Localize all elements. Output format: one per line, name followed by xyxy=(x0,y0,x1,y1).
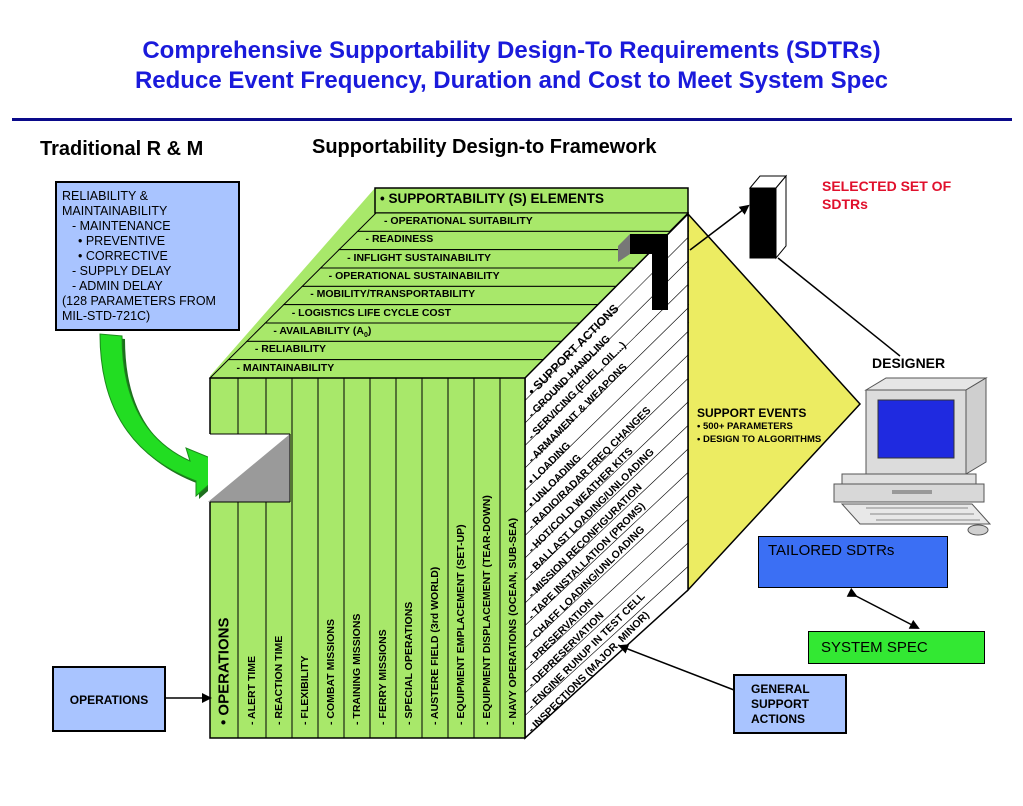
side-row-divider xyxy=(524,495,689,649)
title-rule xyxy=(12,118,1012,121)
rm-line: MIL-STD-721C) xyxy=(62,309,151,323)
side-row-divider xyxy=(524,472,689,626)
rm-line: (128 PARAMETERS FROM xyxy=(62,294,216,308)
operations-label: OPERATIONS xyxy=(69,693,149,707)
computer-icon xyxy=(833,377,992,536)
support-events-text: SUPPORT EVENTS • 500+ PARAMETERS • DESIG… xyxy=(697,407,821,446)
side-row-divider xyxy=(524,566,689,716)
rm-line: - MAINTENANCE xyxy=(72,219,171,233)
front-column-label: • OPERATIONS xyxy=(215,617,233,725)
availability-subscript: 0 xyxy=(363,332,368,340)
support-events-arrow xyxy=(687,212,862,592)
selected-set-box xyxy=(748,174,788,260)
side-row-divider xyxy=(524,425,689,581)
front-column-label: - FERRY MISSIONS xyxy=(377,629,389,725)
support-events-line: • DESIGN TO ALGORITHMS xyxy=(697,434,822,445)
top-plank-label: - INFLIGHT SUSTAINABILITY xyxy=(347,251,491,264)
traditional-rm-heading: Traditional R & M xyxy=(40,138,204,160)
rm-box: RELIABILITY & MAINTAINABILITY - MAINTENA… xyxy=(55,181,240,331)
support-events-title: SUPPORT EVENTS xyxy=(697,406,807,420)
cube-side-face xyxy=(524,212,689,740)
rm-line: • CORRECTIVE xyxy=(78,249,168,263)
side-row-divider xyxy=(524,284,689,446)
rm-line: - SUPPLY DELAY xyxy=(72,264,172,278)
cube-black-slot xyxy=(618,234,668,310)
front-column-label: - REACTION TIME xyxy=(273,635,285,725)
rm-line: RELIABILITY & xyxy=(62,189,148,203)
tailored-sdtrs-label: TAILORED SDTRs xyxy=(768,542,895,559)
operations-box: OPERATIONS xyxy=(52,666,166,732)
general-support-box: GENERAL SUPPORT ACTIONS xyxy=(733,674,847,734)
tailored-sdtrs-box: TAILORED SDTRs xyxy=(758,536,948,588)
selected-set-line1: SELECTED SET OF xyxy=(822,178,952,194)
general-support-line: GENERAL xyxy=(751,682,810,696)
top-plank-label: - RELIABILITY xyxy=(254,343,327,356)
side-row-divider xyxy=(524,448,689,604)
front-column-label: - FLEXIBILITY xyxy=(299,655,311,725)
top-plank-label: - OPERATIONAL SUITABILITY xyxy=(384,215,533,227)
front-column-label: - EQUIPMENT DISPLACEMENT (TEAR-DOWN) xyxy=(481,495,493,725)
general-support-line: SUPPORT xyxy=(751,697,810,711)
slide-title-line1: Comprehensive Supportability Design-To R… xyxy=(142,37,881,64)
front-column-label: - AUSTERE FIELD (3rd WORLD) xyxy=(429,566,441,725)
rm-line: - ADMIN DELAY xyxy=(72,279,163,293)
top-plank-label: - MOBILITY/TRANSPORTABILITY xyxy=(310,288,476,301)
selected-set-label: SELECTED SET OF SDTRs xyxy=(822,177,951,213)
framework-heading: Supportability Design-to Framework xyxy=(312,136,657,158)
designer-label: DESIGNER xyxy=(872,355,946,371)
side-row-divider xyxy=(524,542,689,694)
front-column-label: - TRAINING MISSIONS xyxy=(351,613,363,725)
line-selected-to-designer xyxy=(777,257,901,357)
side-row-divider xyxy=(524,519,689,671)
front-column-label: - NAVY OPERATIONS (OCEAN, SUB-SEA) xyxy=(506,517,519,725)
top-plank-label: - AVAILABILITY (A0) xyxy=(273,325,372,340)
rm-line: • PREVENTIVE xyxy=(78,234,166,248)
arrow-general-support xyxy=(618,644,735,691)
top-header-label: • SUPPORTABILITY (S) ELEMENTS xyxy=(380,191,604,206)
front-column-label: - COMBAT MISSIONS xyxy=(325,619,337,725)
top-plank-label: - OPERATIONAL SUSTAINABILITY xyxy=(328,270,500,282)
slide-title-line2: Reduce Event Frequency, Duration and Cos… xyxy=(134,67,889,94)
arrow-to-selected-set xyxy=(689,204,750,251)
top-plank-label: - LOGISTICS LIFE CYCLE COST xyxy=(291,306,452,319)
cube-front-face xyxy=(208,377,526,739)
front-column-label: - SPECIAL OPERATIONS xyxy=(403,601,415,725)
system-spec-label: SYSTEM SPEC xyxy=(821,639,928,656)
side-row-divider xyxy=(524,401,689,559)
side-row-divider xyxy=(524,354,689,514)
front-column-label: - ALERT TIME xyxy=(246,655,258,725)
general-support-line: ACTIONS xyxy=(751,712,805,726)
cube-top-face xyxy=(208,187,690,379)
top-plank-label: - READINESS xyxy=(365,233,434,246)
side-row-divider xyxy=(524,307,689,469)
support-events-line: • 500+ PARAMETERS xyxy=(697,421,793,432)
system-spec-box: SYSTEM SPEC xyxy=(808,631,985,664)
top-plank-label: - MAINTAINABILITY xyxy=(236,361,335,374)
front-column-label: - EQUIPMENT EMPLACEMENT (SET-UP) xyxy=(455,524,467,725)
side-row-divider xyxy=(524,378,689,536)
arrow-tailored-to-spec xyxy=(846,587,920,629)
selected-set-line2: SDTRs xyxy=(822,196,868,212)
side-row-divider xyxy=(524,331,689,491)
rm-line: MAINTAINABILITY xyxy=(62,204,168,218)
